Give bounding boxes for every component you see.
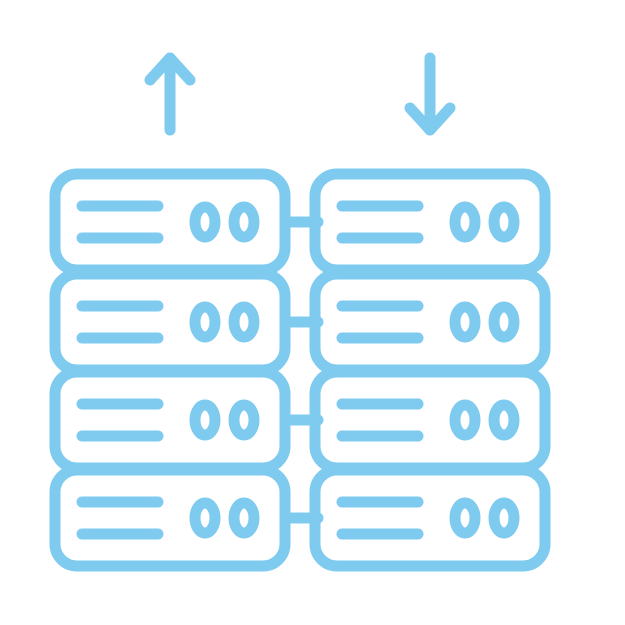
indicator-light-icon — [189, 201, 221, 243]
download-arrow-icon — [404, 52, 456, 136]
indicator-light-icon — [189, 301, 221, 343]
indicator-light-icon — [189, 399, 221, 441]
server-rack-right — [309, 168, 551, 572]
arrow-head — [404, 102, 456, 136]
indicator-light-icon — [449, 301, 481, 343]
server-unit — [49, 464, 291, 572]
indicator-light-icon — [488, 399, 520, 441]
server-unit — [309, 464, 551, 572]
rack-connectors — [279, 216, 324, 524]
server-unit — [49, 268, 291, 376]
server-unit-frame — [49, 464, 291, 572]
server-unit — [309, 366, 551, 474]
arrow-head — [144, 52, 196, 86]
server-unit — [49, 366, 291, 474]
indicator-light-icon — [228, 399, 260, 441]
indicator-light-icon — [449, 201, 481, 243]
indicator-light-icon — [449, 399, 481, 441]
indicator-light-icon — [488, 497, 520, 539]
indicator-light-icon — [228, 497, 260, 539]
indicator-light-icon — [228, 201, 260, 243]
server-rack-left — [49, 168, 291, 572]
indicator-light-icon — [488, 301, 520, 343]
arrows-group — [144, 52, 456, 136]
indicator-light-icon — [449, 497, 481, 539]
server-unit-frame — [309, 464, 551, 572]
indicator-light-icon — [488, 201, 520, 243]
server-unit — [49, 168, 291, 276]
server-unit — [309, 168, 551, 276]
indicator-light-icon — [228, 301, 260, 343]
server-units — [49, 168, 551, 572]
upload-arrow-icon — [144, 52, 196, 136]
indicator-light-icon — [189, 497, 221, 539]
server-unit — [309, 268, 551, 376]
